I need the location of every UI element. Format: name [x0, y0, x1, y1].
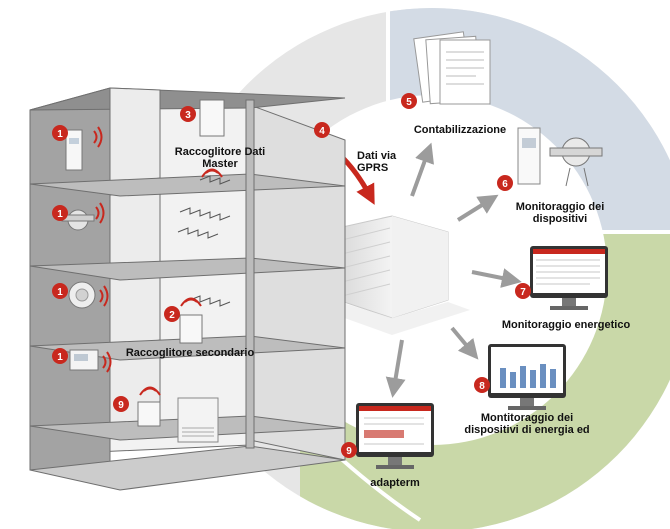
master-collector-label-line1: Raccoglitore Dati [175, 146, 265, 158]
master-collector-device [199, 99, 225, 137]
adapterm-device [137, 401, 161, 427]
wifi-icon [93, 126, 103, 148]
badge-5: 5 [401, 93, 417, 109]
secondary-collector-label: Raccoglitore secondario [126, 347, 255, 359]
arrow-to-adapterm [385, 339, 406, 398]
arrow-to-energy-monitoring [471, 268, 522, 288]
svg-text:2: 2 [169, 310, 175, 321]
wifi-icon [99, 285, 109, 307]
monitoring-devices [517, 127, 603, 187]
badge-6: 6 [497, 175, 513, 191]
central-server-building [322, 215, 470, 335]
secondary-collector-device [179, 314, 203, 344]
badge-2: 2 [164, 306, 180, 322]
device-monitoring-label-line2: dispositivi [533, 213, 587, 225]
svg-text:1: 1 [57, 352, 63, 363]
accounting-documents [413, 31, 491, 105]
document-icon [439, 39, 491, 105]
monitor-energy-devices [488, 344, 566, 410]
accounting-label: Contabilizzazione [414, 124, 506, 136]
badge-1b: 1 [52, 205, 68, 221]
svg-text:6: 6 [502, 179, 508, 190]
svg-text:4: 4 [319, 126, 325, 137]
wifi-icon [102, 351, 112, 373]
gateway-unit [177, 397, 219, 443]
svg-text:7: 7 [520, 287, 526, 298]
energy-device-monitoring-label-line1: Montitoraggio dei [481, 412, 573, 424]
badge-3: 3 [180, 106, 196, 122]
heat-meter-device [517, 127, 541, 185]
energy-device-monitoring-label-line2: dispositivi di energia ed [464, 424, 589, 436]
badge-9b: 9 [113, 396, 129, 412]
heat-meter-device [65, 129, 83, 171]
gray-arrows [385, 142, 522, 398]
wifi-icon [201, 168, 223, 178]
devices [61, 99, 225, 443]
monitor-adapterm [356, 403, 434, 469]
badge-8: 8 [474, 377, 490, 393]
monitor-energy [530, 246, 608, 310]
wifi-icon [180, 297, 202, 307]
svg-text:9: 9 [118, 400, 124, 411]
labels: Raccoglitore Dati Master Dati via GPRS C… [126, 124, 631, 489]
badge-4: 4 [314, 122, 330, 138]
svg-text:1: 1 [57, 129, 63, 140]
data-via-label-line1: Dati via [357, 150, 397, 162]
energy-monitoring-label: Monitoraggio energetico [502, 319, 631, 331]
arrow-to-device-monitoring [456, 194, 499, 222]
arrow-to-accounting [410, 142, 434, 197]
svg-text:5: 5 [406, 97, 412, 108]
master-collector-label-line2: Master [202, 158, 238, 170]
wifi-icon [139, 386, 161, 396]
badges: 1 1 1 1 2 3 4 5 6 7 8 9 9 [52, 93, 531, 458]
badge-7: 7 [515, 283, 531, 299]
svg-text:3: 3 [185, 110, 191, 121]
badge-1a: 1 [52, 125, 68, 141]
svg-text:1: 1 [57, 209, 63, 220]
svg-text:9: 9 [346, 446, 352, 457]
badge-1d: 1 [52, 348, 68, 364]
badge-1c: 1 [52, 283, 68, 299]
badge-9a: 9 [341, 442, 357, 458]
svg-text:8: 8 [479, 381, 485, 392]
wireless-icons [93, 126, 223, 396]
wifi-icon [95, 202, 105, 224]
device-monitoring-label-line1: Monitoraggio dei [516, 201, 605, 213]
stairs [177, 175, 231, 307]
data-via-label-line2: GPRS [357, 162, 388, 174]
svg-text:1: 1 [57, 287, 63, 298]
arrow-to-energy-devices [450, 326, 479, 360]
adapterm-label: adapterm [370, 477, 420, 489]
